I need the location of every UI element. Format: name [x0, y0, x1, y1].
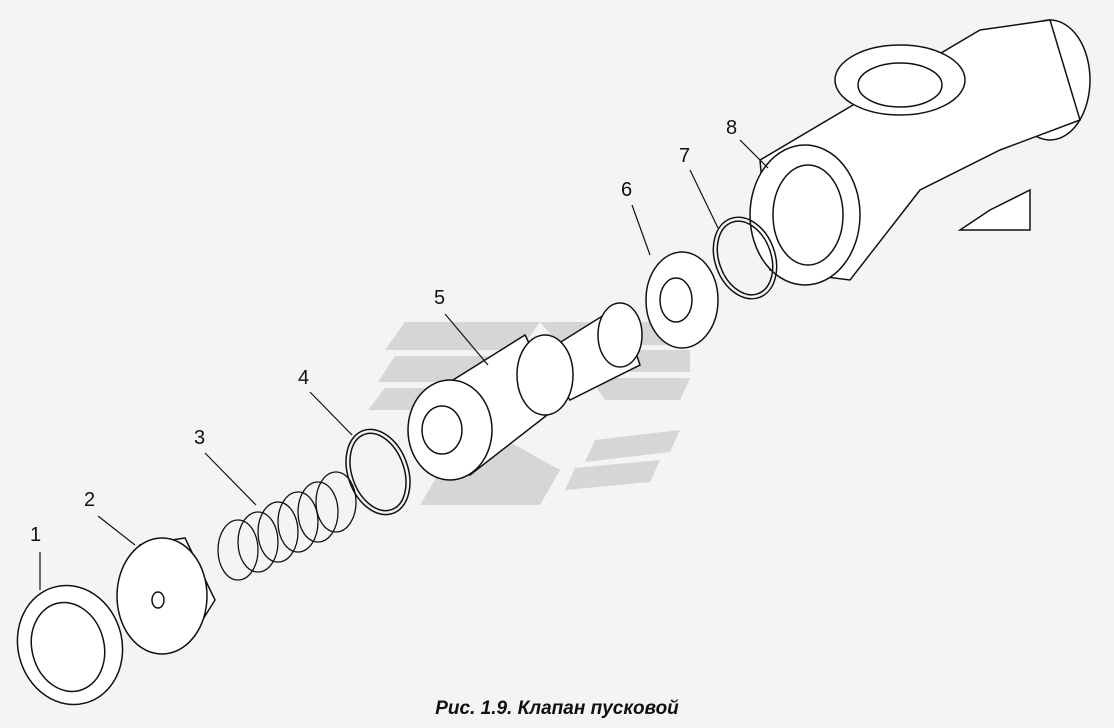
callout-7: 7 [679, 145, 691, 167]
part-5-piston [407, 302, 643, 481]
part-2-cap [116, 537, 216, 655]
callout-4: 4 [298, 367, 310, 389]
part-8-housing [749, 19, 1091, 286]
part-4-o-ring [345, 428, 411, 516]
figure-caption: Рис. 1.9. Клапан пусковой [435, 698, 679, 719]
part-3-spring [217, 471, 357, 581]
leader-lines [39, 139, 769, 590]
callout-2: 2 [84, 489, 96, 511]
part-6-washer [645, 251, 719, 349]
callout-1: 1 [30, 524, 42, 546]
callout-3: 3 [194, 427, 206, 449]
callout-5: 5 [434, 287, 446, 309]
callout-6: 6 [621, 179, 633, 201]
callout-8: 8 [726, 117, 738, 139]
part-1-ring [16, 584, 124, 706]
part-7-o-ring [712, 216, 778, 300]
